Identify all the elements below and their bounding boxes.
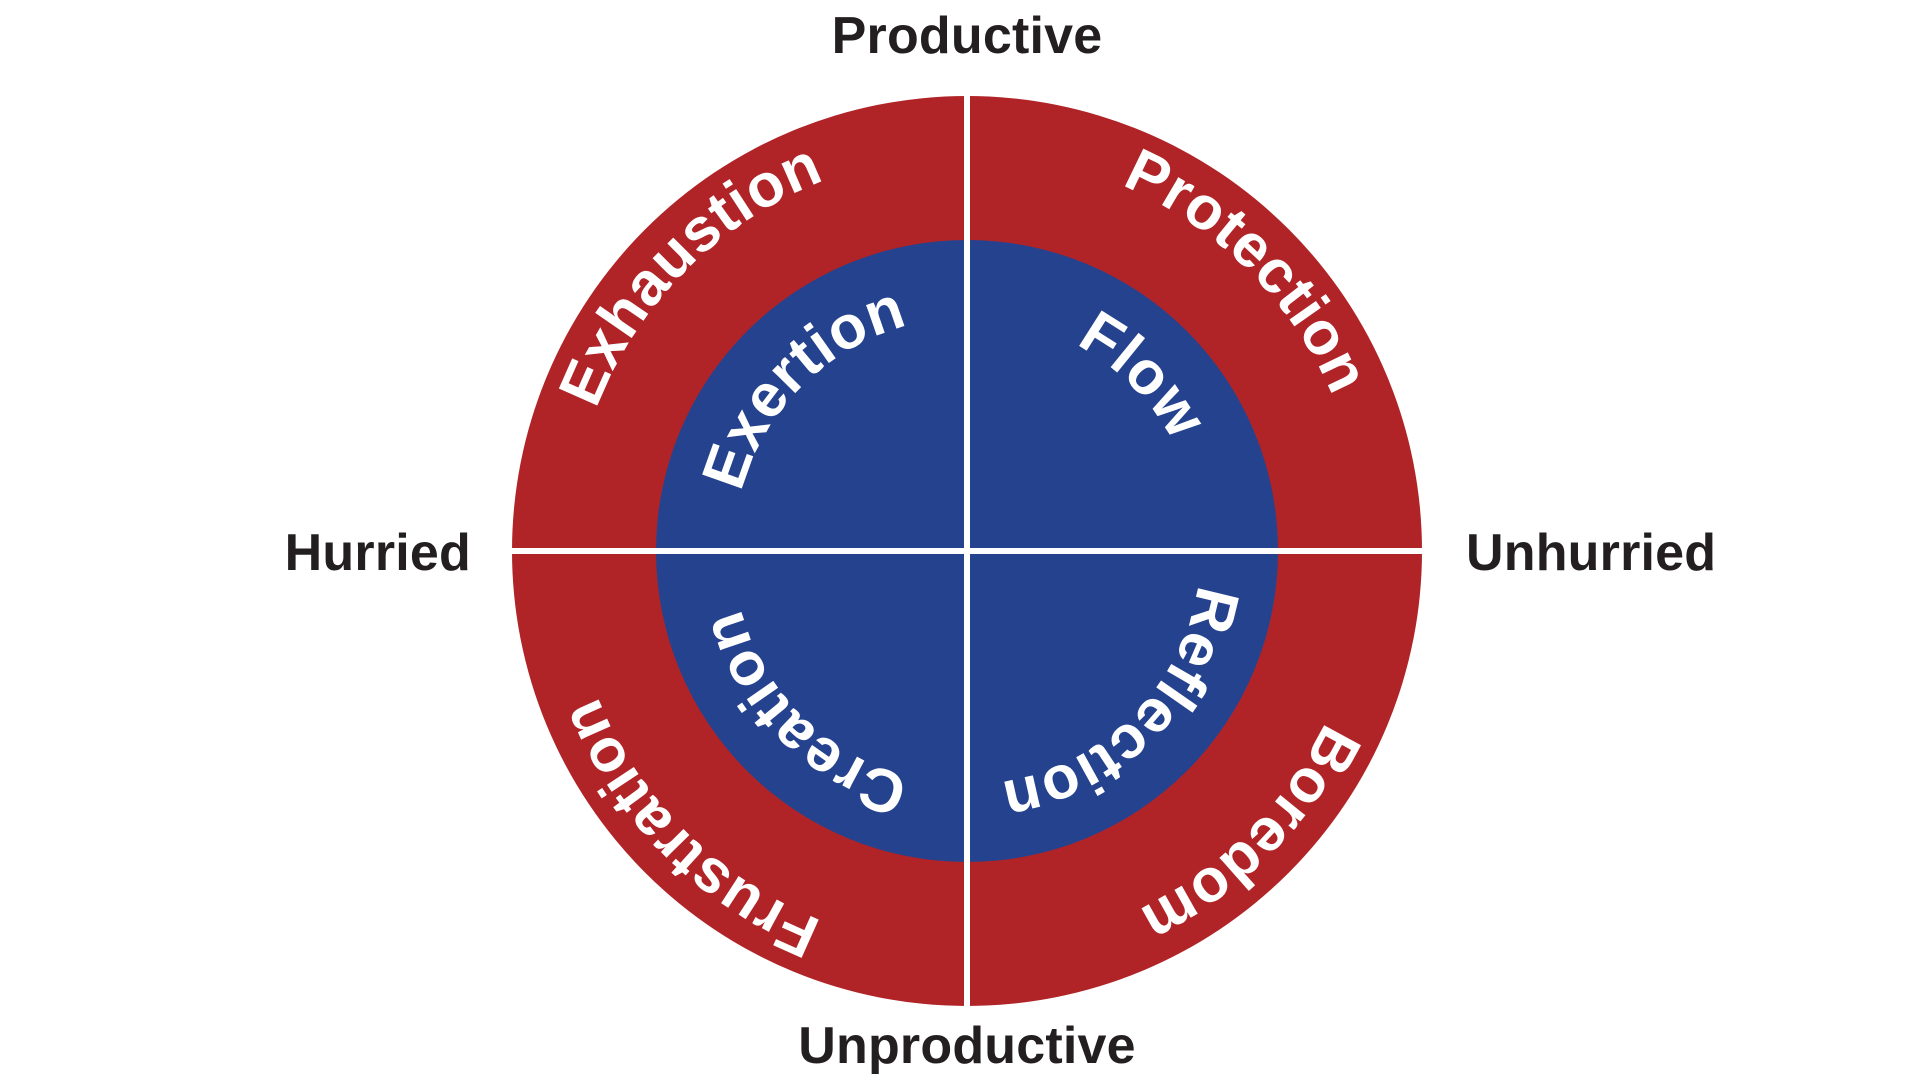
axis-label-unproductive: Unproductive [798,1017,1136,1075]
axis-label-hurried: Hurried [285,524,471,582]
axis-label-productive: Productive [832,7,1103,65]
axis-label-unhurried: Unhurried [1466,524,1716,582]
